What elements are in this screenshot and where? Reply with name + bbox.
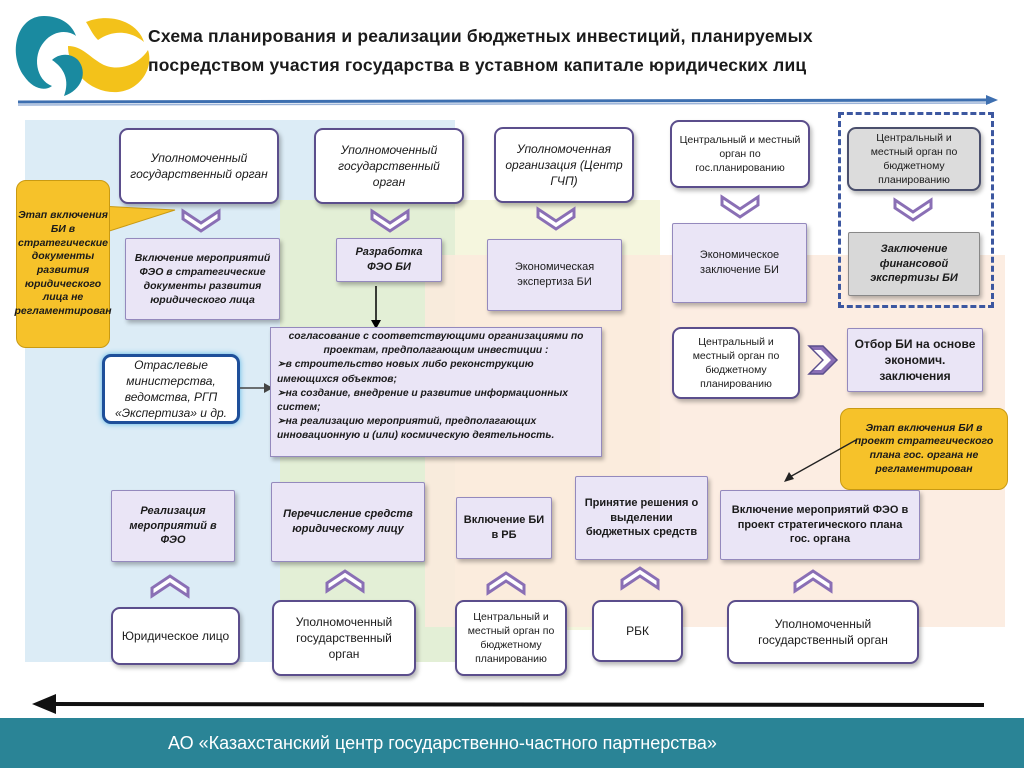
step-box-5-label: Заключение финансовой экспертизы БИ [870,242,958,285]
agreement-item: ➢в строительство новых либо реконструкци… [277,358,595,386]
agreement-box: согласование с соответствующими организа… [270,327,602,457]
title-divider-arrow [17,95,998,106]
page-title: Схема планирования и реализации бюджетны… [148,22,968,80]
footer-text: АО «Казахстанский центр государственно-ч… [168,732,717,753]
callout-left-pointer [100,205,176,235]
arrow-pointer-icon [784,439,857,482]
result-box-4-label: Принятие решения о выделении бюджетных с… [584,496,699,539]
step-box-1: Включение мероприятий ФЭО в стратегическ… [125,238,280,320]
dashed-frame [838,112,994,308]
bullet-arrow-icon: ➢ [277,359,286,371]
result-box-3-label: Включение БИ в РБ [463,514,545,541]
chevron-right-icon [807,345,839,375]
flow-arrow-left-icon [32,694,985,714]
callout-left-text: Этап включения БИ в стратегические докум… [14,209,112,317]
step-box-5: Заключение финансовой экспертизы БИ [848,232,980,296]
callout-left: Этап включения БИ в стратегические докум… [14,180,112,348]
footer: АО «Казахстанский центр государственно-ч… [0,718,1024,768]
top-box-1-label: Уполномоченный государственный орган [130,150,268,181]
chevron-up-icon [150,574,190,599]
arrow-down-icon [371,286,381,329]
step-box-3-label: Экономическая экспертиза БИ [514,261,595,288]
top-box-2-label: Уполномоченный государственный орган [338,142,440,190]
result-box-1: Реализация мероприятий в ФЭО [111,490,235,562]
top-box-3-label: Уполномоченная организация (Центр ГЧП) [505,141,623,189]
step-box-4-label: Экономическое заключение БИ [699,249,780,276]
step-box-3: Экономическая экспертиза БИ [487,239,622,311]
logo-icon [15,16,150,96]
top-box-4: Центральный и местный орган по гос.плани… [670,120,810,188]
callout-right: Этап включения БИ в проект стратегическо… [840,408,1008,490]
bottom-box-3: Центральный и местный орган по бюджетном… [455,600,567,676]
bottom-box-1: Юридическое лицо [111,607,240,665]
result-box-4: Принятие решения о выделении бюджетных с… [575,476,708,560]
agreement-intro: согласование с соответствующими организа… [288,331,584,357]
result-box-2-label: Перечисление средств юридическому лицу [283,508,413,535]
bottom-box-2: Уполномоченный государственный орган [272,600,416,676]
top-box-1: Уполномоченный государственный орган [119,128,279,204]
result-box-5: Включение мероприятий ФЭО в проект страт… [720,490,920,560]
connector-arrow-icon [240,383,273,393]
bottom-box-4-label: РБК [626,623,649,638]
bottom-box-3-label: Центральный и местный орган по бюджетном… [467,610,555,666]
top-box-2: Уполномоченный государственный орган [314,128,464,204]
budget-planning-organ-label: Центральный и местный орган по бюджетном… [692,335,780,391]
bullet-arrow-icon: ➢ [277,387,286,399]
title-line-1: Схема планирования и реализации бюджетны… [148,26,813,46]
step-box-4: Экономическое заключение БИ [672,223,807,303]
title-line-2: посредством участия государства в уставн… [148,55,807,75]
step-box-2: Разработка ФЭО БИ [336,238,442,282]
bullet-arrow-icon: ➢ [277,416,286,428]
chevron-down-icon [536,206,576,231]
ministries-label: Отраслевые министерства, ведомства, РГП … [115,357,227,421]
agreement-item-text: на создание, внедрение и развитие информ… [277,387,568,414]
agreement-item: ➢на реализацию мероприятий, предполагающ… [277,415,595,443]
chevron-up-icon [486,571,526,596]
bottom-box-4: РБК [592,600,683,662]
result-box-2: Перечисление средств юридическому лицу [271,482,425,562]
result-box-5-label: Включение мероприятий ФЭО в проект страт… [731,503,909,546]
chevron-down-icon [181,208,221,233]
callout-right-text: Этап включения БИ в проект стратегическо… [854,421,994,475]
chevron-down-icon [370,208,410,233]
selection-box: Отбор БИ на основе экономич. заключения [847,328,983,392]
selection-label: Отбор БИ на основе экономич. заключения [854,336,976,384]
ministries-box: Отраслевые министерства, ведомства, РГП … [102,354,240,424]
chevron-up-icon [793,569,833,594]
step-box-2-label: Разработка ФЭО БИ [355,246,423,273]
agreement-item: ➢на создание, внедрение и развитие инфор… [277,387,595,415]
chevron-up-icon [325,569,365,594]
bottom-box-5: Уполномоченный государственный орган [727,600,919,664]
chevron-up-icon [620,566,660,591]
top-box-5-label: Центральный и местный орган по бюджетном… [870,131,958,187]
bottom-box-5-label: Уполномоченный государственный орган [758,616,888,647]
agreement-item-text: на реализацию мероприятий, предполагающи… [277,416,555,442]
step-box-1-label: Включение мероприятий ФЭО в стратегическ… [134,251,271,307]
bottom-box-1-label: Юридическое лицо [121,628,230,643]
top-box-5: Центральный и местный орган по бюджетном… [847,127,981,191]
chevron-down-icon [893,197,933,222]
result-box-3: Включение БИ в РБ [456,497,552,559]
bottom-box-2-label: Уполномоченный государственный орган [295,614,393,662]
top-box-4-label: Центральный и местный орган по гос.плани… [679,133,801,175]
chevron-down-icon [720,194,760,219]
top-box-3: Уполномоченная организация (Центр ГЧП) [494,127,634,203]
agreement-item-text: в строительство новых либо реконструкцию… [277,359,534,385]
result-box-1-label: Реализация мероприятий в ФЭО [129,504,217,547]
budget-planning-organ-box: Центральный и местный орган по бюджетном… [672,327,800,399]
